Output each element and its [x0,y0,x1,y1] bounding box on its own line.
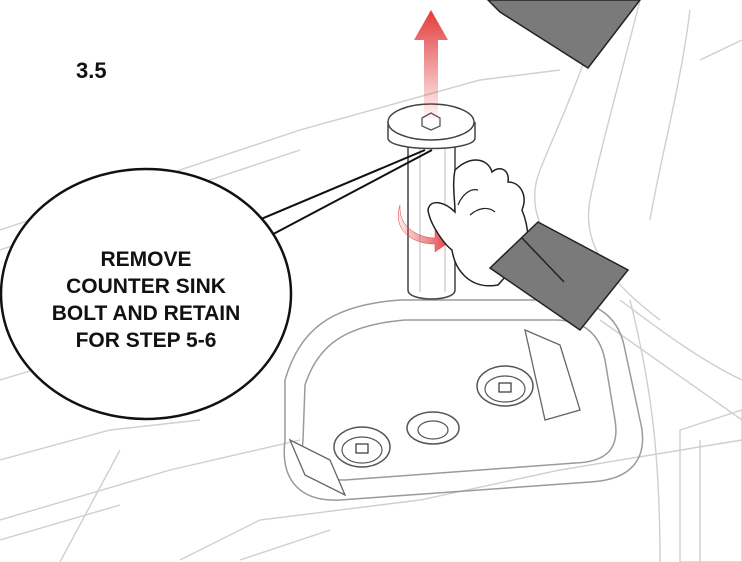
callout-line: FOR STEP 5-6 [75,329,217,352]
sleeve-cuff-line [521,237,565,283]
recess-tray [283,299,644,501]
callout-line: BOLT AND RETAIN [51,302,241,325]
bracket-left [288,438,347,497]
bolt-right [476,365,534,407]
callout-pointer [234,149,433,241]
callout-line: COUNTER SINK [66,275,226,298]
callout-circle [0,167,293,421]
callout-line: REMOVE [100,248,192,271]
callout-text: REMOVE COUNTER SINK BOLT AND RETAIN FOR … [0,246,292,354]
hand-icon [427,159,529,287]
rotate-arrow-icon [398,204,453,253]
step-number: 3.5 [76,58,107,83]
bracket-right [524,328,581,421]
up-arrow-icon [414,10,448,118]
bolt-left [333,426,391,468]
top-panel [486,0,641,70]
hole-center [406,411,460,445]
